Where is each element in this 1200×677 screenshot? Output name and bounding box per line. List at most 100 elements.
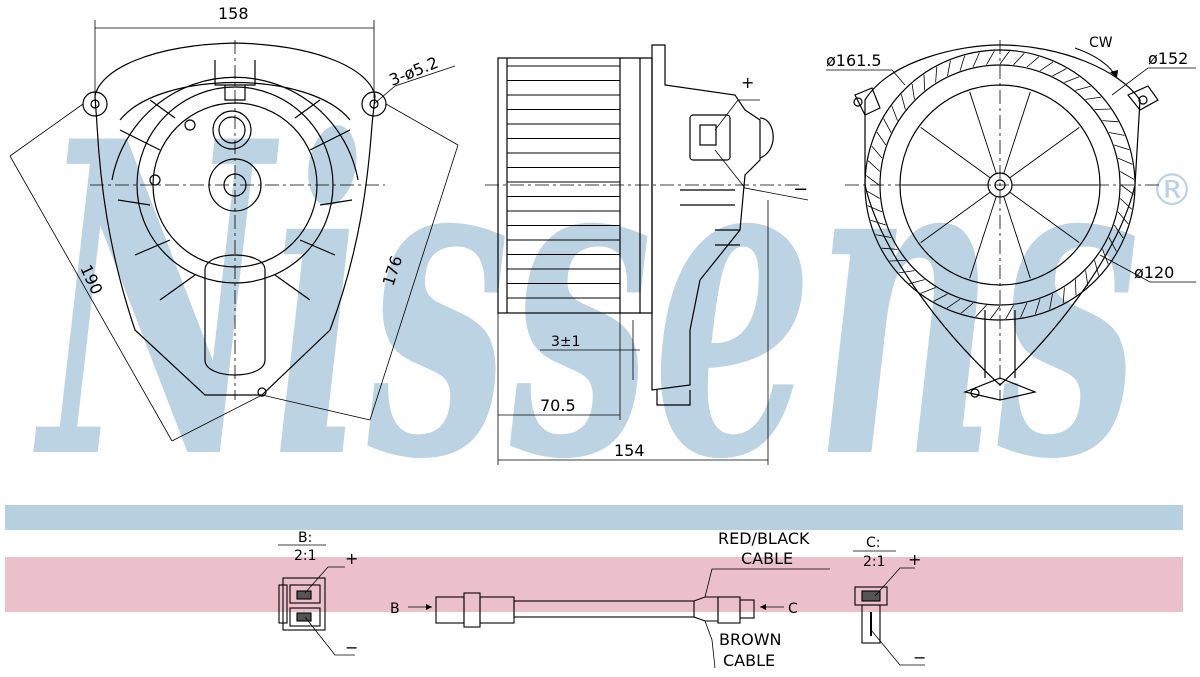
impeller-spokes [902,91,1098,279]
brown-label-line1: BROWN [719,630,781,649]
impeller-blade [1085,96,1102,100]
connector-b-scale: 2:1 [294,548,317,564]
impeller-blade [1113,224,1124,239]
rotation-label: CW [1089,35,1113,51]
watermark: Nissens ® [32,49,1194,554]
impeller-blade [933,293,948,302]
side-minus-sign: − [793,179,808,200]
impeller-blade [898,270,915,274]
connector-c-detail [853,550,925,666]
impeller-blade [889,260,906,262]
impeller-blade [920,287,936,294]
connector-c-plus: + [908,550,921,569]
impeller-blade [986,50,995,65]
red-black-label-line2: CABLE [741,549,793,568]
impeller-blade [975,304,987,318]
cable-end-c: C [788,601,798,617]
impeller-blade [883,118,892,133]
impeller-blade [1020,302,1028,318]
impeller-blade [935,66,938,83]
brown-label-line2: CABLE [723,651,775,670]
impeller-blade [1075,85,1091,91]
cable-end-b: B [390,601,400,617]
hub-diameter: ø120 [1134,263,1174,282]
impeller-blade [1120,184,1134,195]
pink-band [5,557,1183,612]
watermark-brand: Nissens [32,49,1140,554]
offset-dimension: 3±1 [551,334,581,350]
impeller-blade [876,131,887,146]
impeller-spoke [1009,191,1080,243]
impeller-blade [871,145,883,159]
connector-b-detail [278,544,355,656]
impeller-blade [1034,299,1041,315]
impeller-blade [866,175,880,186]
impeller-blade [1108,132,1125,136]
impeller-blade [1064,76,1080,83]
impeller-blade [1039,61,1054,72]
connector-b-plus: + [345,549,358,568]
impeller-blade [870,219,886,226]
wheel-view [826,40,1196,401]
blue-band [5,505,1183,530]
outer-diameter: ø161.5 [826,51,882,70]
impeller-blade [1075,279,1077,296]
impeller-blade [867,205,883,213]
impeller-blade [1094,260,1100,276]
impeller-blade [1013,52,1025,66]
impeller-blade [875,234,892,238]
impeller-blades [865,50,1135,320]
side-view [485,44,809,465]
impeller-blade [1062,287,1065,304]
impeller-blade [959,55,966,71]
impeller-blade [881,247,898,250]
impeller-spoke [969,196,997,279]
impeller-blade [1120,171,1135,180]
impeller-spoke [1009,127,1080,179]
impeller-blade [960,302,974,314]
depth-dimension: 70.5 [540,396,576,415]
impeller-blade [1119,198,1133,210]
impeller-blade [891,105,898,121]
impeller-blade [1005,305,1014,320]
impeller-spoke [969,91,997,174]
wheel-diameter: ø152 [1148,49,1188,68]
impeller-blade [923,74,925,91]
fan-blade-lines [507,65,620,299]
impeller-spoke [920,127,991,179]
connector-c-minus: − [913,648,926,667]
impeller-blade [947,60,951,77]
connector-b-minus: − [345,638,358,657]
impeller-blade [1117,157,1133,165]
impeller-blade [909,279,925,285]
impeller-blade [911,83,915,100]
impeller-blade [1102,120,1119,123]
side-plus-sign: + [741,73,754,92]
impeller-spoke [1003,196,1031,279]
impeller-blade [867,160,881,172]
impeller-blade [1114,144,1130,151]
impeller-blade [1085,270,1089,287]
impeller-blade [1094,108,1111,110]
impeller-blade [1117,211,1129,225]
impeller-blade [999,51,1010,65]
impeller-blade [1102,249,1109,265]
impeller-blade [900,94,906,110]
connector-c-title: C: [866,535,881,551]
impeller-blade [946,298,961,309]
connector-c-scale: 2:1 [863,554,886,570]
impeller-spoke [920,191,991,243]
length-dimension: 154 [614,441,645,460]
impeller-blade [865,190,880,199]
impeller-blade [990,305,1001,319]
red-black-label-line1: RED/BLACK [718,529,810,548]
impeller-blade [972,52,980,68]
impeller-blade [1049,293,1053,310]
cable-assembly [408,568,830,669]
front-view [9,20,459,442]
impeller-blade [1052,68,1067,77]
impeller-blade [1108,237,1117,252]
registered-mark: ® [1150,165,1194,216]
